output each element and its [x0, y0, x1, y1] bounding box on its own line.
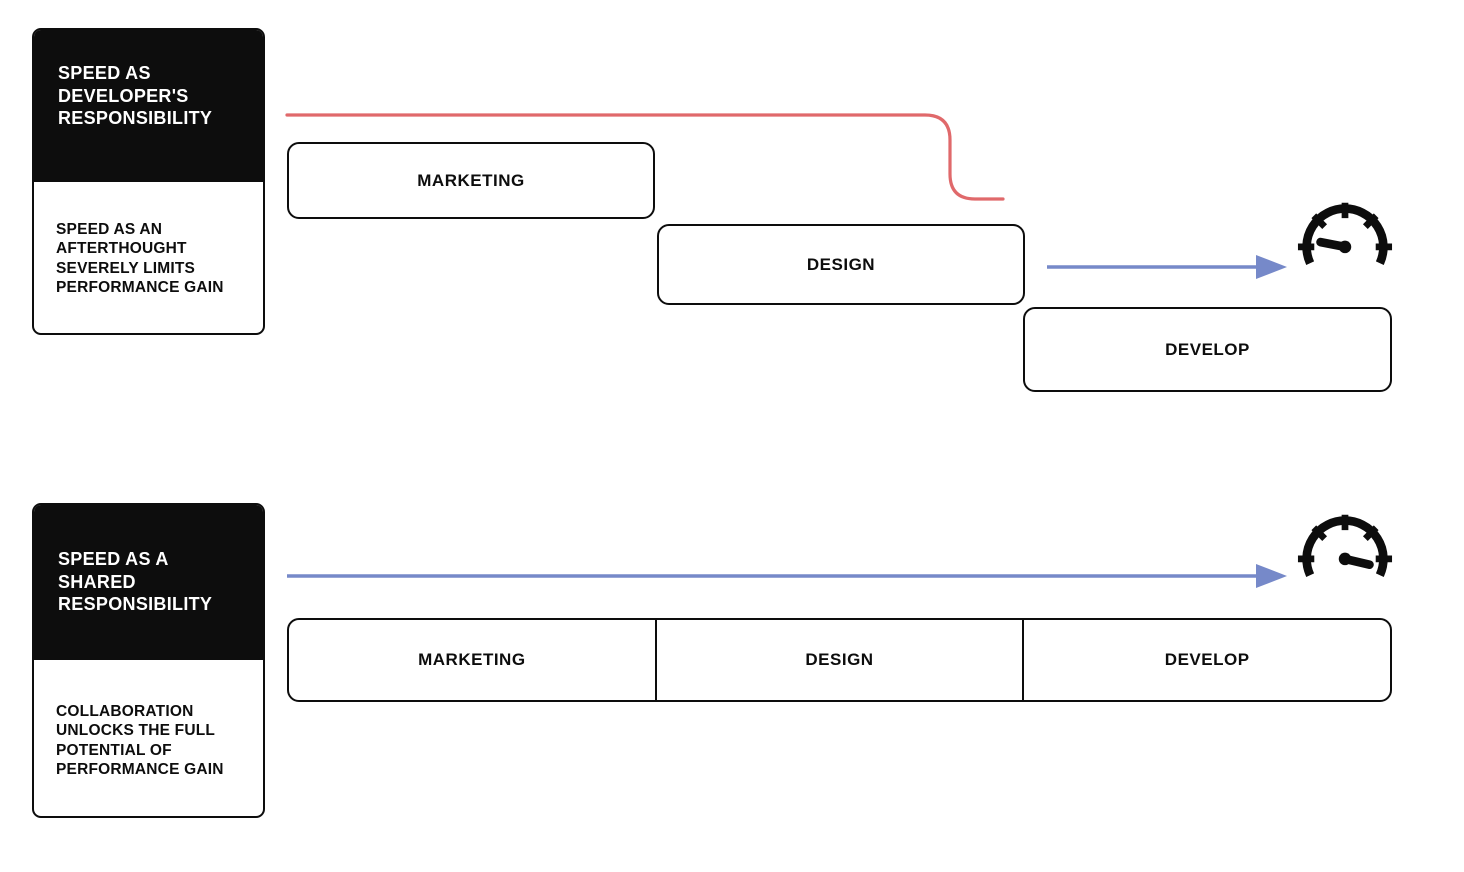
- phase-label: DESIGN: [805, 650, 874, 669]
- red-handoff-step-line: [285, 113, 1005, 201]
- shared-info-card: SPEED AS A SHARED RESPONSIBILITY COLLABO…: [32, 503, 265, 818]
- phase-label: MARKETING: [418, 650, 526, 669]
- phase-label: DEVELOP: [1164, 650, 1250, 669]
- phase-box-develop-waterfall: DEVELOP: [1023, 307, 1392, 392]
- phase-cell-develop-shared: DEVELOP: [1024, 620, 1390, 700]
- waterfall-info-card: SPEED AS DEVELOPER'S RESPONSIBILITY SPEE…: [32, 28, 265, 335]
- phase-box-marketing-waterfall: MARKETING: [287, 142, 655, 219]
- phase-cell-marketing-shared: MARKETING: [289, 620, 655, 700]
- phase-label: MARKETING: [417, 170, 525, 190]
- phase-cell-design-shared: DESIGN: [654, 620, 1025, 700]
- phase-box-design-waterfall: DESIGN: [657, 224, 1025, 305]
- speed-arrow-long: [287, 564, 1287, 588]
- speedometer-fast-icon: [1297, 514, 1393, 577]
- shared-phase-row: MARKETING DESIGN DEVELOP: [287, 618, 1392, 702]
- waterfall-card-title: SPEED AS DEVELOPER'S RESPONSIBILITY: [34, 30, 263, 182]
- phase-label: DEVELOP: [1165, 339, 1250, 359]
- shared-card-description: COLLABORATION UNLOCKS THE FULL POTENTIAL…: [56, 703, 224, 779]
- speed-arrow-short: [1047, 255, 1287, 279]
- shared-card-title: SPEED AS A SHARED RESPONSIBILITY: [34, 505, 263, 660]
- speedometer-slow-icon: [1297, 202, 1393, 265]
- waterfall-card-description: SPEED AS AN AFTERTHOUGHT SEVERELY LIMITS…: [56, 221, 224, 297]
- phase-label: DESIGN: [806, 254, 876, 274]
